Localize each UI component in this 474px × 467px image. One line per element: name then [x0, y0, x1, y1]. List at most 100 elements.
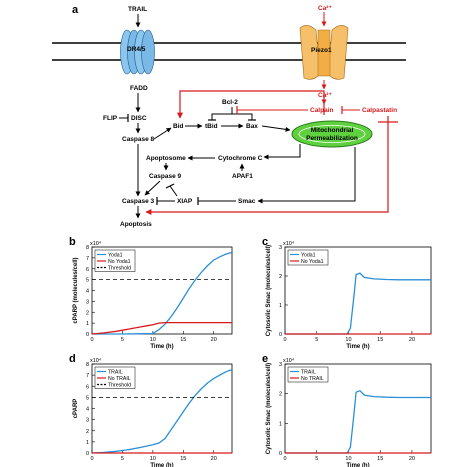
legend-box [94, 366, 136, 389]
mito-to-smac-arrow [257, 147, 356, 204]
piezo1-channel [299, 25, 349, 80]
legend-label: Yoda1 [301, 252, 316, 258]
y-tick-label: 3 [86, 299, 89, 305]
y-tick-label: 0 [279, 332, 282, 338]
tbid-label: tBid [205, 123, 218, 130]
y-tick-label: 2 [279, 392, 282, 398]
cytc-label: Cytochrome C [218, 155, 263, 162]
series-line-no-yoda1 [91, 321, 232, 335]
bcl2-inhibit-tbid-line [211, 107, 233, 120]
legend-label: Threshold [108, 382, 131, 388]
panel-a: a TRAIL DR4/5 FADD FLIP DISC Caspase 8 B… [52, 4, 406, 228]
legend-box [94, 249, 136, 272]
legend-label: TRAIL [108, 369, 123, 375]
x-tick-label: 20 [409, 337, 415, 343]
apoptosis-label: Apoptosis [120, 221, 152, 228]
y-multiplier-label: x10⁴ [283, 240, 295, 247]
x-tick-label: 0 [283, 456, 286, 462]
y-multiplier-label: x10⁴ [283, 357, 295, 364]
bcl2-inhibit-bax-line [232, 113, 253, 120]
calpain-label: Calpain [310, 107, 334, 114]
trail-label: TRAIL [128, 6, 147, 13]
series-line-yoda1 [92, 251, 233, 335]
y-multiplier-label: x10⁴ [90, 240, 102, 247]
y-tick-label: 6 [86, 267, 89, 273]
y-tick-label: 6 [86, 384, 89, 390]
y-axis-label: Cytosolic Smac (molecules/cell) [266, 363, 272, 454]
x-tick-label: 20 [409, 456, 415, 462]
legend-label: Yoda1 [108, 252, 123, 258]
disc-label: DISC [131, 115, 147, 122]
xiap-inhibit-casp9-bar [165, 183, 175, 189]
y-tick-label: 2 [86, 310, 89, 316]
caspase9-label: Caspase 9 [149, 173, 182, 180]
xiap-inhibit-casp9-line [169, 185, 178, 197]
legend-label: No TRAIL [301, 376, 324, 382]
caspase9-to-caspase3-arrow [144, 180, 161, 196]
series-line-trail [91, 368, 233, 454]
x-tick-label: 15 [180, 456, 186, 462]
bcl2-label: Bcl-2 [222, 99, 238, 106]
y-tick-label: 1 [279, 421, 282, 427]
calpain-to-caspase3-arrow [145, 116, 389, 215]
mito-label-line1: Mitochondrial [311, 127, 354, 134]
calcium-bottom-label: Ca²⁺ [318, 92, 332, 99]
x-axis-label: Time (h) [150, 463, 173, 467]
y-tick-label: 1 [86, 321, 89, 327]
xiap-label: XIAP [177, 198, 193, 205]
mitochondrial-permeabilization-node [291, 120, 373, 148]
bid-label: Bid [173, 123, 184, 130]
x-axis-label: Time (h) [150, 344, 173, 350]
piezo1-label: Piezo1 [311, 47, 332, 54]
panel-letter-a: a [72, 4, 79, 16]
x-tick-label: 20 [211, 337, 217, 343]
dr45-receptor [120, 29, 155, 75]
x-tick-label: 0 [90, 456, 93, 462]
smac-label: Smac [238, 198, 256, 205]
calpastatin-label: Calpastatin [362, 107, 397, 114]
y-tick-label: 4 [86, 289, 89, 295]
panel-letter-b: b [69, 236, 76, 248]
x-tick-label: 15 [377, 456, 383, 462]
y-tick-label: 5 [86, 395, 89, 401]
legend-label: Threshold [108, 265, 131, 271]
dr45-label: DR4/5 [127, 46, 146, 53]
y-tick-label: 4 [86, 407, 89, 413]
x-tick-label: 5 [315, 456, 318, 462]
y-tick-label: 7 [86, 373, 89, 379]
y-tick-label: 3 [86, 418, 89, 424]
y-tick-label: 1 [86, 440, 89, 446]
y-multiplier-label: x10⁴ [90, 357, 102, 364]
panel-letter-d: d [69, 353, 76, 365]
x-axis-label: Time (h) [346, 463, 369, 467]
flip-label: FLIP [103, 115, 118, 122]
apaf1-label: APAF1 [232, 173, 253, 180]
y-tick-label: 2 [86, 429, 89, 435]
y-tick-label: 2 [279, 274, 282, 280]
calcium-top-label: Ca²⁺ [318, 5, 332, 12]
y-axis-label: Cytosolic Smac (molecules/cell) [266, 245, 272, 336]
x-tick-label: 20 [211, 456, 217, 462]
y-tick-label: 0 [86, 332, 89, 338]
caspase8-label: Caspase 8 [122, 136, 155, 143]
y-tick-label: 8 [86, 245, 89, 251]
caspase8-to-bid-arrow [153, 127, 172, 140]
legend-label: No Yoda1 [108, 259, 131, 265]
mito-to-cytc-arrow [263, 144, 301, 160]
x-tick-label: 0 [90, 337, 93, 343]
caspase3-label: Caspase 3 [122, 198, 155, 205]
mito-label-line2: Permeabilization [306, 135, 358, 142]
x-tick-label: 5 [315, 337, 318, 343]
x-tick-label: 15 [180, 337, 186, 343]
y-tick-label: 3 [279, 245, 282, 251]
legend-label: No Yoda1 [301, 259, 324, 265]
y-tick-label: 1 [279, 303, 282, 309]
legend-label: No TRAIL [108, 376, 131, 382]
panel-letter-e: e [262, 353, 268, 365]
apoptosome-label: Apoptosome [146, 155, 186, 162]
